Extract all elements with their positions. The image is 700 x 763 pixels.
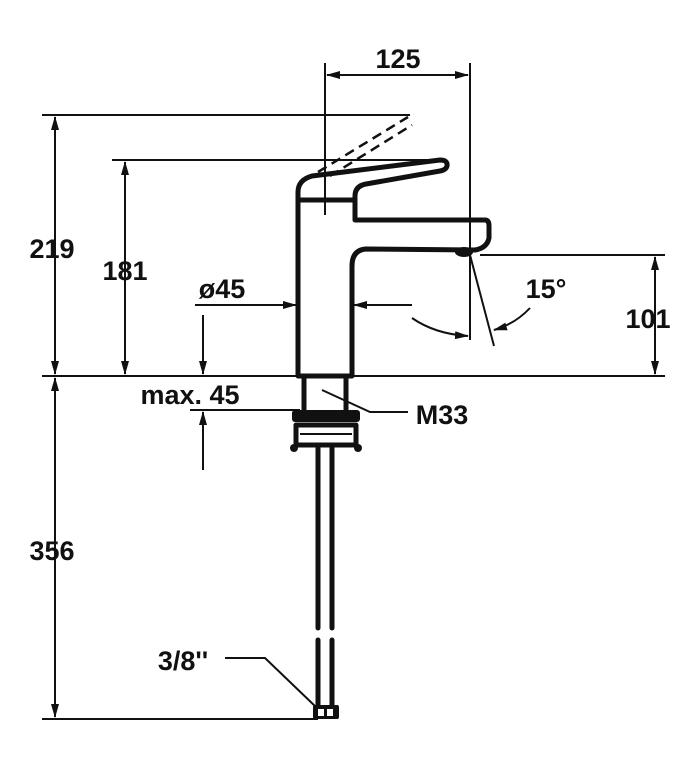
spout-height-label: 101 bbox=[625, 304, 670, 334]
aerator bbox=[455, 247, 473, 257]
spout-angle-label: 15° bbox=[526, 274, 567, 304]
dimension-lines bbox=[51, 71, 659, 718]
hose bbox=[313, 445, 339, 719]
connection-label: 3/8'' bbox=[158, 646, 208, 676]
body-diameter-label: ø45 bbox=[199, 274, 246, 304]
total-height-label: 219 bbox=[29, 234, 74, 264]
spout-reach-label: 125 bbox=[375, 44, 420, 74]
mounting-assembly bbox=[290, 375, 362, 452]
reference-lines bbox=[42, 63, 665, 720]
lever-height-label: 181 bbox=[102, 256, 147, 286]
below-deck-label: 356 bbox=[29, 536, 74, 566]
max-deck-label: max. 45 bbox=[140, 380, 239, 410]
faucet-body bbox=[295, 115, 492, 379]
thread-label: M33 bbox=[416, 400, 469, 430]
